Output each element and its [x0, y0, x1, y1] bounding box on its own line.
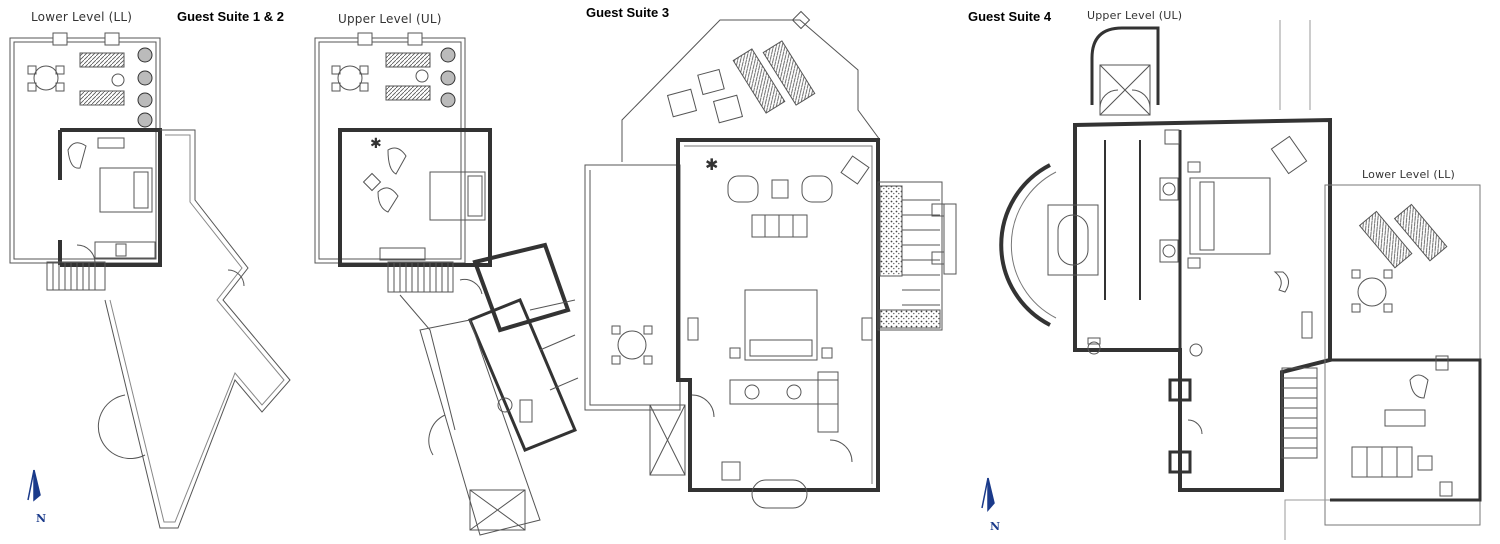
suite-1-2-lower-level-label: Lower Level (LL)	[31, 10, 133, 24]
north-label-left: N	[36, 512, 47, 525]
north-arrow-left	[27, 469, 41, 502]
suite-4-upper-level-label: Upper Level (UL)	[1087, 9, 1183, 22]
svg-text:✱: ✱	[370, 136, 382, 152]
suite-4-title: Guest Suite 4	[968, 9, 1052, 24]
suite-1-2-lower-level-plan	[9, 32, 291, 529]
suite-4-lower-level-label: Lower Level (LL)	[1362, 168, 1456, 181]
north-arrow-right	[981, 477, 995, 513]
suite-3-title: Guest Suite 3	[586, 5, 670, 20]
suite-1-2-upper-level-label: Upper Level (UL)	[338, 12, 442, 26]
svg-text:✱: ✱	[705, 155, 718, 174]
north-label-right: N	[990, 520, 1001, 533]
suite-1-2-upper-level-plan: ✱	[314, 32, 579, 536]
suite-4-plan	[999, 20, 1482, 540]
suite-1-2-title: Guest Suite 1 & 2	[177, 9, 284, 24]
suite-3-plan: ✱	[584, 10, 957, 509]
